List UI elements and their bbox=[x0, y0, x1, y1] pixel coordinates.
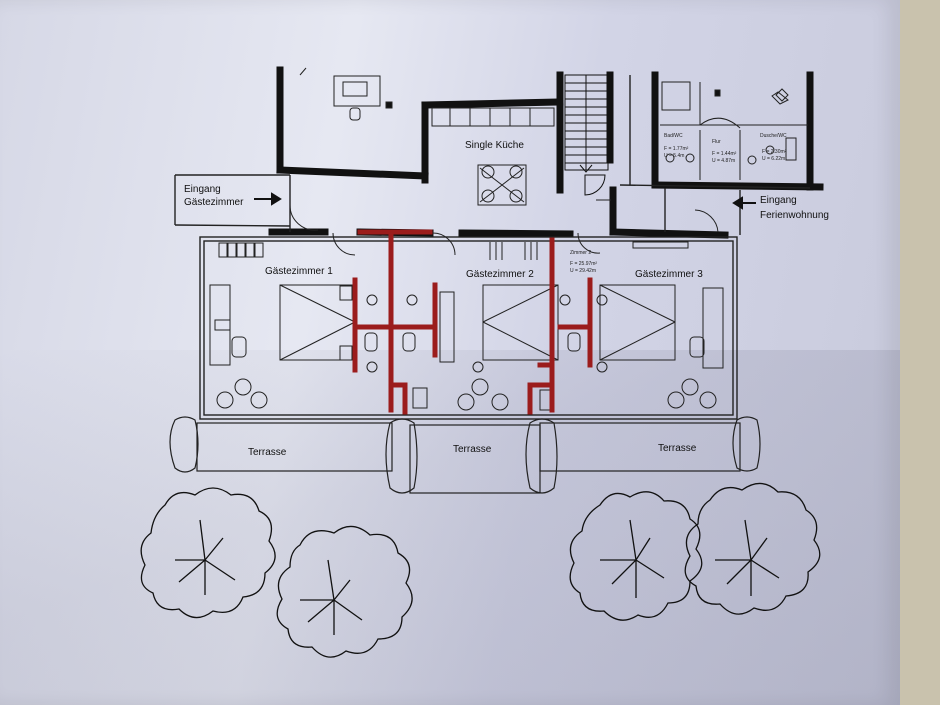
entrance-holiday-label-2: Ferienwohnung bbox=[760, 210, 829, 221]
bath-right-u: U = 6.22m bbox=[762, 156, 785, 162]
room2-furniture bbox=[364, 242, 608, 411]
room3-furniture bbox=[599, 241, 724, 409]
bathroom-upper bbox=[660, 81, 808, 180]
bath-right-name: Dusche/WC bbox=[760, 133, 787, 139]
kitchen-label: Single Küche bbox=[465, 140, 524, 151]
bath-left-name: Bad/WC bbox=[664, 133, 683, 139]
trees bbox=[140, 482, 821, 658]
room2-label: Gästezimmer 2 bbox=[466, 269, 534, 280]
flur-label: Flur bbox=[712, 139, 721, 145]
entrance-holiday-label-1: Eingang bbox=[760, 195, 797, 206]
doors bbox=[289, 199, 719, 256]
bath-left-area: F = 1.77m² bbox=[664, 146, 689, 152]
kitchen-counter bbox=[431, 107, 555, 206]
room2-perimeter: U = 29.42m bbox=[570, 268, 596, 274]
staircase bbox=[564, 74, 609, 196]
terrace3-label: Terrasse bbox=[658, 443, 697, 454]
labels: Eingang Gästezimmer Single Küche Eingang… bbox=[184, 133, 829, 458]
upper-walls bbox=[268, 66, 824, 239]
terrace2-label: Terrasse bbox=[453, 444, 492, 455]
room2-area: F = 25.97m² bbox=[570, 261, 597, 267]
terraces bbox=[169, 416, 761, 494]
new-walls bbox=[352, 229, 593, 415]
desk bbox=[299, 67, 393, 121]
entrance-arrows bbox=[254, 192, 756, 210]
flur-u: U = 4.87m bbox=[712, 158, 735, 164]
room3-label: Gästezimmer 3 bbox=[635, 269, 703, 280]
room1-label: Gästezimmer 1 bbox=[265, 266, 333, 277]
bath-right-area: F = 2.30m² bbox=[762, 149, 787, 155]
entrance-guest-label-1: Eingang bbox=[184, 184, 221, 195]
outer-walls bbox=[174, 75, 811, 420]
flur-area: F = 1.44m² bbox=[712, 151, 737, 157]
bath-left-u: U = 5.4m bbox=[664, 153, 684, 159]
entrance-guest-label-2: Gästezimmer bbox=[184, 197, 244, 208]
room2-small-label: Zimmer 2 bbox=[570, 250, 591, 256]
terrace1-label: Terrasse bbox=[248, 447, 287, 458]
shadow bbox=[0, 350, 900, 705]
